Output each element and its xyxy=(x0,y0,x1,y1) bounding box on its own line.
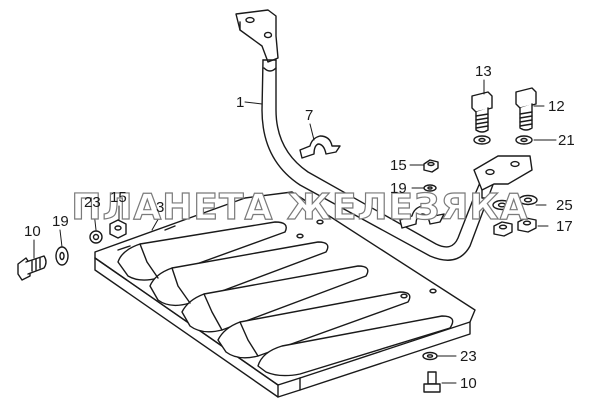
callout-21: 21 xyxy=(558,132,575,149)
leader-lines xyxy=(33,79,557,384)
callout-10-left: 10 xyxy=(24,223,41,240)
washer-25 xyxy=(492,194,538,211)
nut-15-left xyxy=(109,219,127,239)
bracket-bar xyxy=(235,9,533,261)
callout-15-right: 15 xyxy=(390,157,407,174)
washer-21 xyxy=(473,135,533,145)
callout-12: 12 xyxy=(548,98,565,115)
nut-17 xyxy=(493,217,537,237)
callout-15-left: 15 xyxy=(110,189,127,206)
washer-23-left xyxy=(89,230,103,244)
bolt-13 xyxy=(471,91,493,133)
callout-3: 3 xyxy=(156,199,164,216)
clamp-upper xyxy=(299,135,341,159)
washer-19-right xyxy=(423,184,437,192)
callout-19-left: 19 xyxy=(52,213,69,230)
callout-10-bottom: 10 xyxy=(460,375,477,392)
callout-7: 7 xyxy=(305,107,313,124)
callout-23-bottom: 23 xyxy=(460,348,477,365)
callout-17: 17 xyxy=(556,218,573,235)
guard-plate xyxy=(94,191,476,398)
bolt-10-bottom xyxy=(423,371,441,393)
callout-19-right: 19 xyxy=(390,180,407,197)
callout-23-left: 23 xyxy=(84,194,101,211)
bolt-12 xyxy=(515,87,537,131)
callout-1: 1 xyxy=(236,94,244,111)
callout-25: 25 xyxy=(556,197,573,214)
callout-13: 13 xyxy=(475,63,492,80)
clamp-lower xyxy=(399,205,445,229)
bolt-10-left xyxy=(17,255,47,281)
washer-23-bottom xyxy=(422,351,438,361)
nut-15-right xyxy=(423,159,439,173)
watermark-text: ПЛАНЕТА ЖЕЛЕЗЯКА xyxy=(71,187,528,228)
washer-19-left xyxy=(55,246,69,266)
callout-labels: 1 7 13 12 21 15 19 25 17 23 15 3 10 19 2… xyxy=(24,63,575,392)
